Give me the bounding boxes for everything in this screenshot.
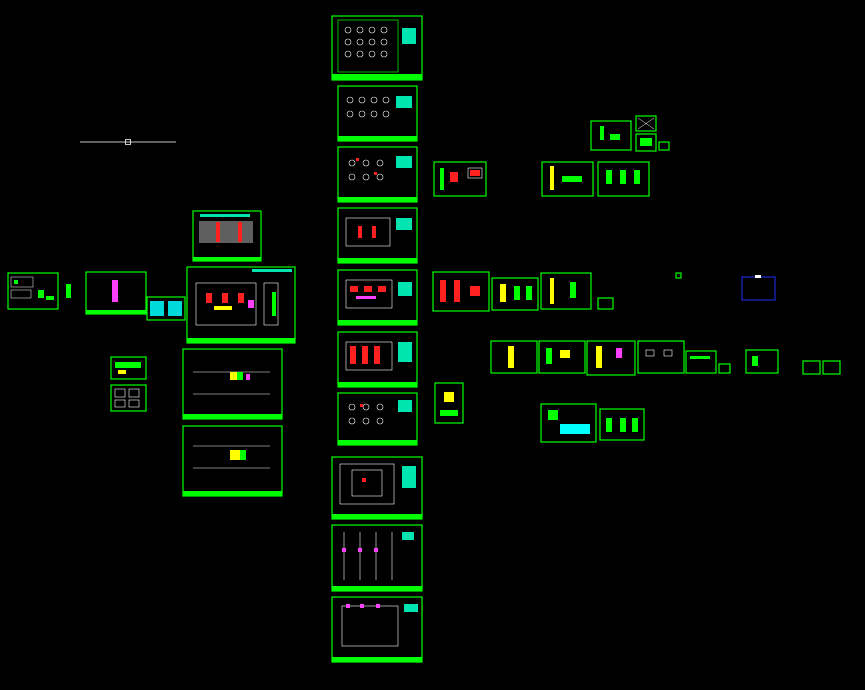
- sheet-right-r3-d[interactable]: [597, 297, 614, 310]
- sheet-right-r4-g[interactable]: [745, 349, 779, 374]
- sheet-center-5[interactable]: [337, 269, 418, 326]
- sheet-right-r2-c[interactable]: [597, 161, 650, 197]
- square-grip-icon[interactable]: [125, 139, 131, 145]
- sheet-left-section-cyan[interactable]: [146, 296, 186, 321]
- sheet-center-10[interactable]: [331, 596, 423, 663]
- sheet-center-7[interactable]: [337, 392, 418, 446]
- sheet-right-r3-a[interactable]: [432, 271, 490, 312]
- sheet-right-r4-b[interactable]: [538, 340, 586, 374]
- sheet-right-r5-b[interactable]: [540, 403, 597, 443]
- sheet-left-elevation-b[interactable]: [182, 425, 283, 497]
- sheet-right-r1-b[interactable]: [635, 115, 657, 132]
- sheet-left-cover[interactable]: [7, 272, 71, 310]
- sheet-center-8[interactable]: [331, 456, 423, 520]
- sheet-right-r5-a[interactable]: [434, 382, 464, 424]
- sheet-left-elevation-a[interactable]: [182, 348, 283, 420]
- sheet-right-r4-c[interactable]: [586, 340, 636, 376]
- sheet-right-r3-e[interactable]: [675, 272, 682, 279]
- sheet-right-r5-c[interactable]: [599, 408, 645, 441]
- sheet-right-r4-i[interactable]: [822, 360, 841, 375]
- sheet-center-3[interactable]: [337, 146, 418, 203]
- sheet-center-4[interactable]: [337, 207, 418, 264]
- sheet-right-r2-a[interactable]: [433, 161, 487, 197]
- sheet-center-2[interactable]: [337, 85, 418, 142]
- sheet-right-r1-a[interactable]: [590, 120, 632, 151]
- sheet-center-1[interactable]: [331, 15, 423, 81]
- reference-line[interactable]: [80, 139, 176, 145]
- viewport-frame[interactable]: [741, 275, 776, 301]
- sheet-right-r4-d[interactable]: [637, 340, 685, 374]
- sheet-right-r4-e[interactable]: [685, 350, 717, 374]
- sheet-left-detail-small-b[interactable]: [110, 384, 147, 412]
- sheet-right-r1-d[interactable]: [658, 141, 670, 151]
- sheet-left-detail-small-a[interactable]: [110, 356, 147, 380]
- sheet-left-plan-main[interactable]: [186, 266, 296, 344]
- sheet-right-r4-a[interactable]: [490, 340, 538, 374]
- sheet-center-6[interactable]: [337, 331, 418, 388]
- sheet-right-r3-b[interactable]: [491, 277, 539, 311]
- sheet-right-r3-c[interactable]: [540, 272, 592, 310]
- sheet-right-r2-b[interactable]: [541, 161, 594, 197]
- sheet-right-r4-f[interactable]: [718, 363, 731, 374]
- sheet-left-elevation-red[interactable]: [85, 271, 147, 315]
- sheet-center-9[interactable]: [331, 524, 423, 592]
- sheet-left-top-elevation[interactable]: [192, 210, 262, 262]
- sheet-right-r1-c[interactable]: [635, 133, 657, 152]
- sheet-right-r4-h[interactable]: [802, 360, 821, 375]
